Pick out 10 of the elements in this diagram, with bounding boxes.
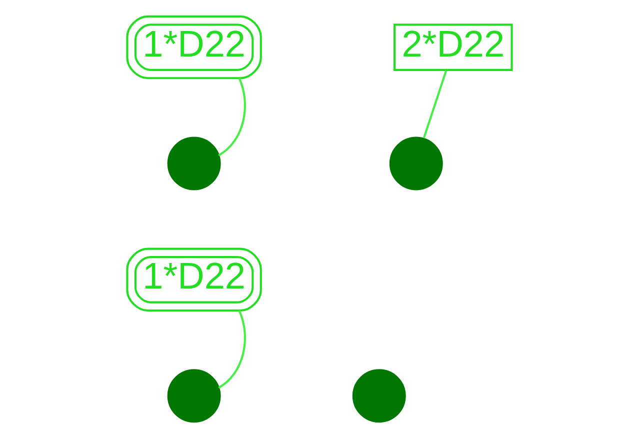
connector (218, 310, 246, 389)
node-circle (388, 136, 442, 190)
node-circle (166, 369, 220, 423)
connector (422, 70, 447, 138)
node-circle (352, 369, 406, 423)
node-circle (166, 136, 220, 190)
node-box: 2*D22 (393, 24, 512, 71)
node-box: 1*D22 (126, 248, 262, 312)
connector (218, 78, 246, 156)
node-box: 1*D22 (126, 15, 262, 80)
